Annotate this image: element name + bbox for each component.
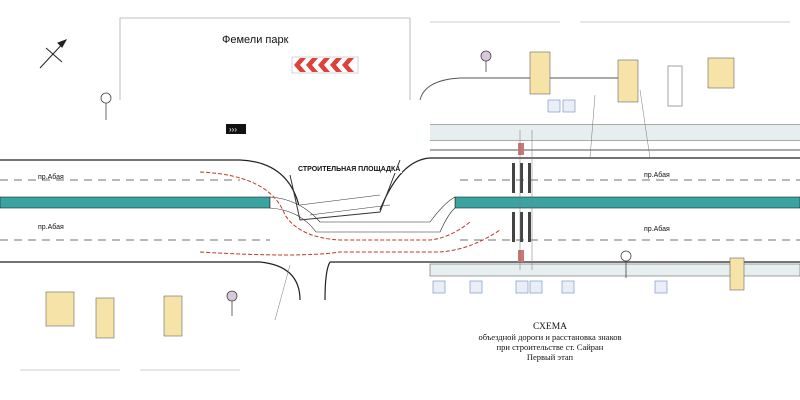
black-chevron-sign [226,124,246,134]
black-chevron-glyph: ››› [229,125,237,134]
chevron-sign [291,56,359,74]
crosswalk-marker-top [518,143,524,155]
bike-sign-icon [432,99,668,294]
construction-site [289,159,401,221]
lower-curb-band [429,263,800,277]
crosswalk [512,163,531,242]
dimension-lines [20,21,790,371]
caption-line-2: при строительстве ст. Сайран [496,342,604,352]
construction-site-label: СТРОИТЕЛЬНАЯ ПЛОЩАДКА [296,166,403,173]
upper-curb-band [430,125,800,140]
caption-line-1: объездной дороги и расстановка знаков [478,332,622,342]
road-edges [0,157,800,301]
pole-sign-icon [100,50,632,316]
detour-route [199,171,501,256]
median-strip-left [0,196,271,209]
caption-title: СХЕМА [532,322,568,332]
leader-lines [274,89,651,321]
scheme-caption: СХЕМА объездной дороги и расстановка зна… [440,322,660,362]
crosswalk-marker-bottom [518,250,524,262]
street-label-upper-right: пр.Абая [644,172,670,179]
street-label-lower-left: пр.Абая [38,224,64,231]
park-boundary [119,17,411,100]
north-arrow-icon [39,39,68,69]
park-label: Фемели парк [222,34,289,46]
sign-board-icon-lower [45,291,183,339]
street-label-lower-right: пр.Абая [644,226,670,233]
caption-line-3: Первый этап [526,352,574,362]
lane-markings [0,179,800,241]
street-label-upper-left: пр.Абая [38,174,64,181]
sign-board-icon [529,51,745,291]
median-strip-right [454,196,800,209]
